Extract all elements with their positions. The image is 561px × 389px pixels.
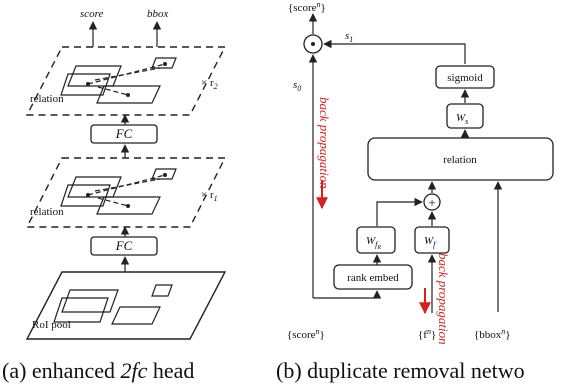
roi-pool-label: RoI pool [32,319,71,331]
fc-label-bottom: FC [115,238,133,253]
plus-symbol: + [428,195,435,210]
s0-label: s0 [293,79,301,93]
relation-box [367,137,554,181]
rank-embed-box [333,264,413,290]
panel-a: score bbox relation × r2 FC [2,8,227,383]
s1-arrow [323,39,466,64]
fc-box-bottom [90,236,158,256]
rank-embed-label: rank embed [347,272,399,284]
sigmoid-box [435,65,495,89]
output-score-label: score [80,8,104,20]
s1-label: s1 [345,30,353,44]
relation-layer-top: relation × r2 [25,46,227,116]
relation-label-top: relation [30,93,64,105]
sigmoid-label: sigmoid [447,72,483,84]
relation-layer-bottom: relation × r1 [25,157,227,228]
output-score-n-label: {scoren} [288,0,326,14]
ws-box [446,103,484,129]
repeat-r2-label: × r2 [201,77,218,91]
wfr-box [356,226,396,254]
elementwise-add-node [423,193,441,211]
input-score-n-label: {scoren} [287,327,325,341]
back-propagation-label-2: back propagation [436,253,451,345]
caption-b: (b) duplicate removal netwo [276,358,525,383]
ws-label: Ws [456,112,468,126]
output-bbox-label: bbox [147,8,169,20]
relation-label: relation [443,154,477,166]
relation-label-bottom: relation [30,206,64,218]
caption-a: (a) enhanced 2fc head [2,358,194,383]
panel-b: {scoren} s1 s0 back propagation sigmoid … [276,0,554,383]
wf-label: Wf [424,235,437,249]
input-f-n-label: {fn} [418,327,436,341]
fc-label-top: FC [115,126,133,141]
roi-pool-layer: RoI pool [25,271,227,340]
repeat-r1-label: × r1 [201,189,218,203]
back-propagation-label-1: back propagation [317,97,332,189]
fc-box-top [90,124,158,144]
wfr-label: WfR [366,235,381,251]
input-bbox-n-label: {bboxn} [474,327,511,341]
wf-box [414,226,450,254]
